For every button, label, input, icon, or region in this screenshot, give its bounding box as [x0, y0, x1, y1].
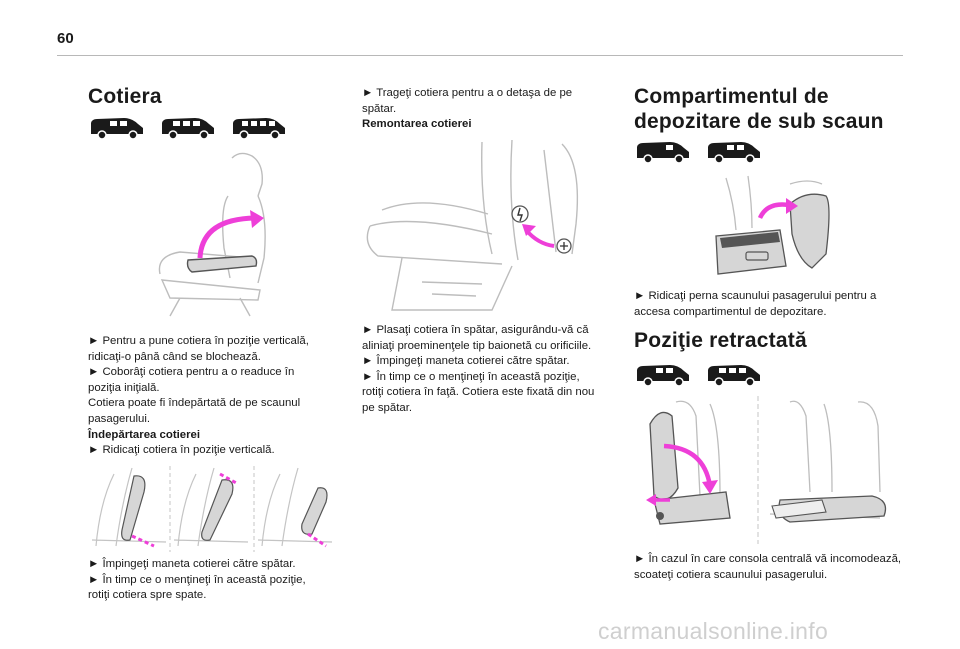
section-title-storage: Compartimentul de depozitare de sub scau… [634, 84, 904, 134]
van-icon [637, 365, 689, 387]
subheading-remove-armrest: Îndepărtarea cotierei [88, 428, 201, 441]
armrest-text-1: ► Pentru a pune cotiera în poziţie verti… [88, 334, 328, 459]
van-icon [708, 142, 760, 164]
van-icon [233, 118, 285, 140]
paragraph: ► Ridicaţi perna scaunului pasagerului p… [634, 290, 877, 318]
van-icon [162, 118, 214, 140]
van-icons-storage [634, 138, 763, 164]
storage-title: Compartimentul de depozitare de sub scau… [634, 85, 884, 133]
paragraph: ► Plasaţi cotiera în spătar, asigurându-… [362, 324, 592, 352]
van-icons-armrest [88, 114, 288, 140]
watermark: carmanualsonline.info [598, 618, 829, 644]
armrest-title: Cotiera [88, 85, 162, 108]
section-title-retracted: Poziţie retractată [634, 328, 904, 353]
van-icon [708, 365, 760, 387]
paragraph: ► Pentru a pune cotiera în poziţie verti… [88, 335, 309, 363]
retracted-position-illustration [646, 396, 887, 544]
paragraph: ► Trageţi cotiera pentru a o detaşa de p… [362, 87, 573, 115]
subheading-refit-armrest: Remontarea cotierei [362, 118, 472, 131]
paragraph: ► În cazul în care consola centrală vă i… [634, 553, 902, 581]
under-seat-storage-illustration [715, 175, 830, 275]
paragraph: ► În timp ce o menţineţi în această pozi… [88, 573, 306, 602]
retracted-title: Poziţie retractată [634, 329, 807, 352]
paragraph: ► În timp ce o menţineţi în această pozi… [362, 370, 595, 414]
retracted-text: ► În cazul în care consola centrală vă i… [634, 552, 904, 583]
van-icon [637, 142, 689, 164]
storage-text: ► Ridicaţi perna scaunului pasagerului p… [634, 289, 904, 320]
page-number: 60 [57, 30, 74, 47]
armrest-removal-steps-illustration [91, 466, 333, 552]
armrest-raise-illustration [158, 152, 266, 317]
paragraph: ► Coborâţi cotiera pentru a o readuce în… [88, 366, 295, 394]
paragraph: ► Ridicaţi cotiera în poziţie verticală. [88, 444, 275, 457]
section-title-armrest: Cotiera [88, 84, 328, 109]
armrest-text-3: ► Trageţi cotiera pentru a o detaşa de p… [362, 86, 602, 133]
van-icons-retracted [634, 361, 763, 387]
armrest-text-2: ► Împingeţi maneta cotierei către spătar… [88, 557, 328, 604]
paragraph: ► Împingeţi maneta cotierei către spătar… [362, 355, 570, 368]
armrest-text-4: ► Plasaţi cotiera în spătar, asigurându-… [362, 323, 602, 417]
paragraph: ► Împingeţi maneta cotierei către spătar… [88, 558, 296, 570]
paragraph: Cotiera poate fi îndepărtată de pe scaun… [88, 397, 301, 425]
armrest-refit-illustration [366, 139, 579, 311]
van-icon [91, 118, 143, 140]
top-divider [57, 55, 903, 56]
